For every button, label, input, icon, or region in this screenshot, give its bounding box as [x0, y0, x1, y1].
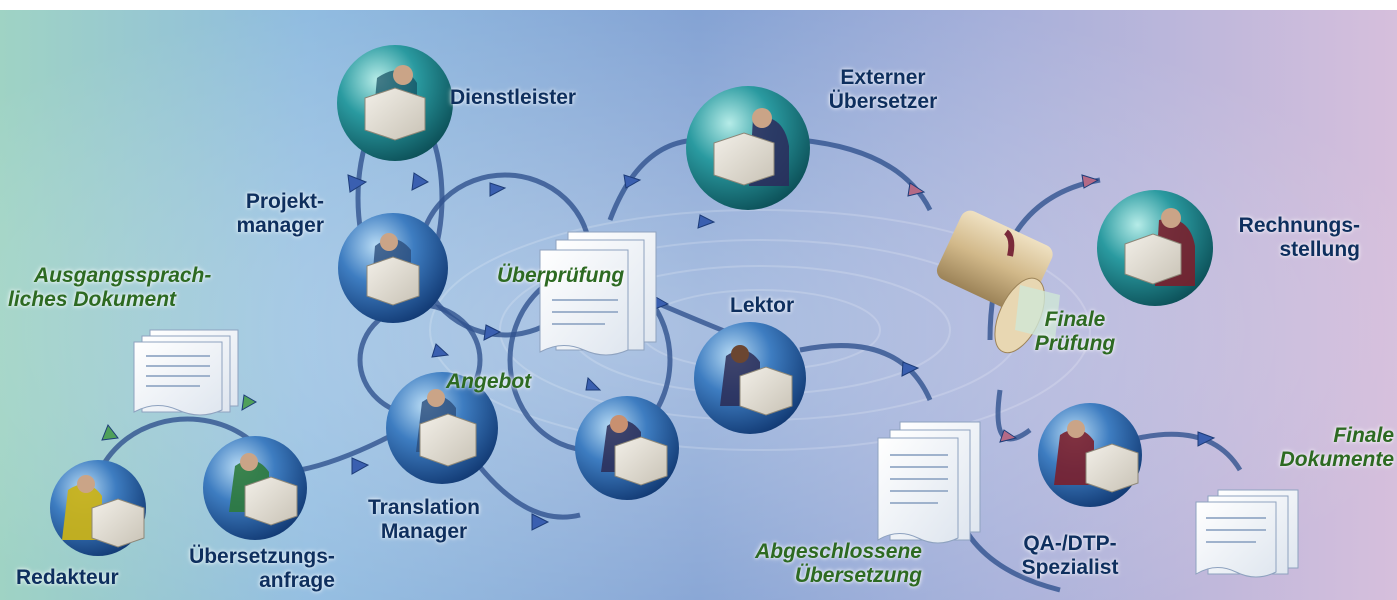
flow-arrow	[1081, 174, 1100, 189]
person-sphere-lektor	[694, 322, 806, 434]
person-sphere-uebersetzer	[575, 396, 679, 500]
label-abgeschlossen-line2: Übersetzung	[794, 564, 922, 587]
flow-arrow	[901, 361, 920, 377]
document-stack-completed	[877, 421, 981, 544]
final-check-pin	[1003, 229, 1015, 257]
document-stack-final	[1195, 489, 1299, 578]
label-finale-pruefung: Finale Prüfung	[1020, 308, 1130, 356]
flow-arrow	[431, 343, 450, 358]
label-finale-dok-line1: Finale	[1333, 424, 1394, 447]
label-qa-line2: Spezialist	[1021, 556, 1119, 579]
label-translation-manager: Translation Manager	[345, 496, 503, 544]
label-ausgang-line1: Ausgangssprach-	[34, 264, 212, 287]
flow-arrow	[101, 423, 119, 441]
person-sphere-dienstleister	[337, 45, 453, 161]
person-sphere-uebersetzungsanfrage	[203, 436, 307, 540]
label-externer-line1: Externer	[840, 66, 926, 89]
label-angebot: Angebot	[446, 370, 532, 393]
flow-arrow	[347, 174, 368, 193]
final-check-cylinder	[936, 210, 1060, 354]
label-projekt-line2: manager	[236, 214, 324, 237]
label-ausgang-line2: liches Dokument	[8, 288, 177, 311]
flow-arrows	[101, 172, 1216, 531]
label-finale-pruefung-line2: Prüfung	[1034, 332, 1116, 355]
label-ueberpruefung: Überprüfung	[497, 264, 625, 287]
label-externer-line2: Übersetzer	[828, 90, 938, 113]
person-sphere-translation-manager	[386, 372, 498, 484]
flow-arrow	[999, 429, 1018, 443]
label-translation-line2: Manager	[380, 520, 468, 543]
label-translation-line1: Translation	[367, 496, 481, 519]
label-finale-dok-line2: Dokumente	[1279, 448, 1394, 471]
label-finale-pruefung-line1: Finale	[1044, 308, 1106, 331]
label-uebersetzungsanfrage: Übersetzungs- anfrage	[172, 545, 352, 593]
flow-arrow	[411, 172, 430, 191]
flow-arrow	[907, 182, 926, 197]
flow-arrow	[585, 376, 602, 391]
label-rechnung-line2: stellung	[1279, 238, 1360, 261]
person-sphere-rechnungsstellung	[1097, 190, 1213, 306]
label-qa-line1: QA-/DTP-	[1023, 532, 1117, 555]
flow-arrow	[1197, 431, 1216, 447]
flow-arrow	[623, 174, 642, 189]
flow-arrow	[531, 513, 550, 531]
label-rechnung-line1: Rechnungs-	[1238, 214, 1360, 237]
flow-arrow	[489, 182, 507, 197]
document-stack-source	[133, 329, 239, 416]
label-projekt-line1: Projekt-	[245, 190, 324, 213]
label-ausgangssprachliches-dokument: Ausgangssprach- liches Dokument	[8, 264, 284, 312]
flow-arrow	[697, 214, 716, 229]
label-abgeschlossen-line1: Abgeschlossene	[755, 540, 922, 563]
label-qa-dtp-spezialist: QA-/DTP- Spezialist	[1000, 532, 1140, 580]
label-dienstleister: Dienstleister	[450, 86, 577, 109]
label-finale-dokumente: Finale Dokumente	[1250, 424, 1394, 472]
flow-arrow	[241, 394, 257, 411]
label-anfrage-line1: Übersetzungs-	[189, 545, 335, 568]
person-sphere-qa-dtp	[1038, 403, 1142, 507]
label-lektor: Lektor	[730, 294, 795, 317]
person-sphere-redakteur	[50, 460, 146, 556]
label-rechnungsstellung: Rechnungs- stellung	[1190, 214, 1360, 262]
top-band	[0, 0, 1397, 10]
label-abgeschlossene-uebersetzung: Abgeschlossene Übersetzung	[700, 540, 922, 588]
label-redakteur: Redakteur	[16, 566, 119, 589]
person-sphere-externer-uebersetzer	[686, 86, 810, 210]
flow-arrow	[483, 324, 502, 341]
document-stack-review	[539, 231, 657, 356]
label-anfrage-line2: anfrage	[259, 569, 335, 592]
label-externer-uebersetzer: Externer Übersetzer	[808, 66, 958, 114]
label-projektmanager: Projekt- manager	[196, 190, 324, 238]
person-sphere-projektmanager	[338, 213, 448, 323]
flow-arrow	[351, 457, 370, 475]
